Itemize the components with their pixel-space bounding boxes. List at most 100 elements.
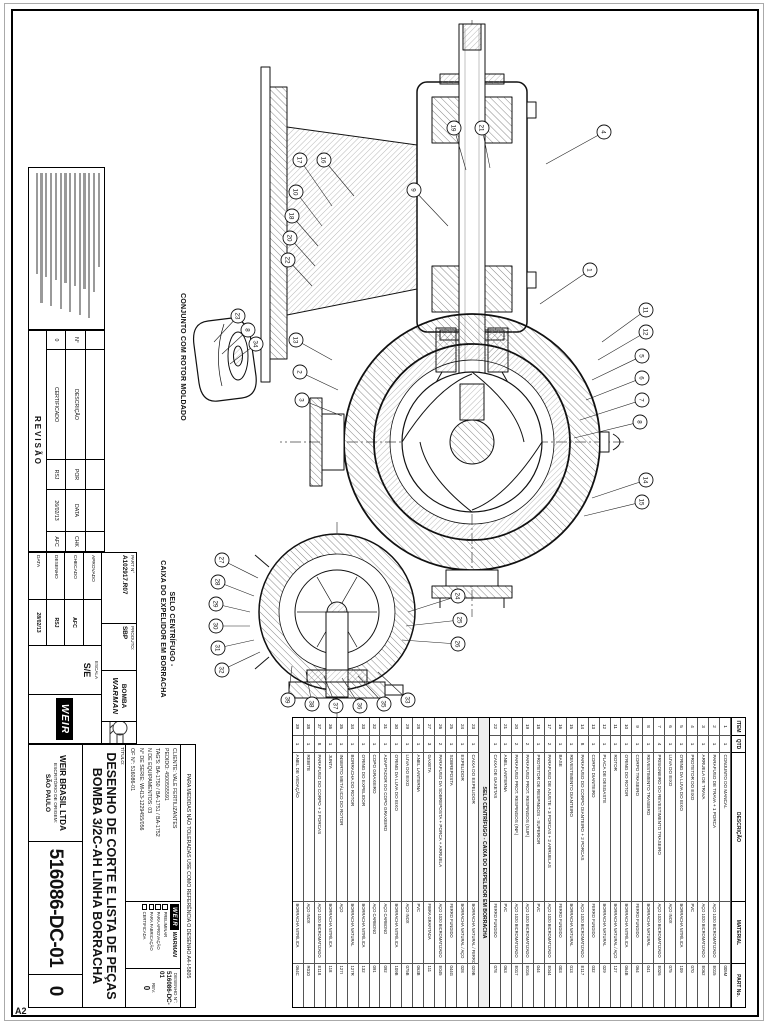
- approval-grid: APROVADO CHECADO AFC DESENHO RSJ DATA 28…: [29, 553, 101, 645]
- parts-cell: AÇO: [336, 901, 347, 963]
- parts-cell: 132: [358, 963, 369, 1007]
- parts-cell: 2: [435, 735, 446, 752]
- note-text-line: [78, 173, 81, 315]
- client-of: OF N°: 516086-01: [129, 748, 136, 792]
- parts-cell: 28: [415, 723, 421, 730]
- parts-cell: PVC: [413, 901, 424, 963]
- scale-cell: ESCALA S/E: [29, 645, 101, 694]
- parts-cell: 075B: [402, 963, 413, 1007]
- note-text-line: [69, 173, 72, 312]
- parts-cell: 25: [448, 723, 454, 730]
- parts-cell: 1: [391, 735, 402, 752]
- parts-cell: 118: [325, 963, 336, 1007]
- molded-rotor-detail-view: [192, 317, 257, 402]
- parts-cell: PVC: [500, 901, 511, 963]
- parts-cell: BORRACHA NATURAL: [599, 901, 610, 963]
- note-text-line: [64, 173, 67, 284]
- parts-cell: ARRUELA DE TRAVA: [698, 752, 709, 901]
- parts-cell: PARAFUSO PROT. RESPINGOS (SUP.): [522, 752, 533, 901]
- data-row: DATA 28/02/13: [29, 553, 47, 645]
- parts-cell: 2: [522, 735, 533, 752]
- parts-cell: LUVA DO EIXO: [402, 752, 413, 901]
- parts-cell: PVC: [687, 901, 698, 963]
- parts-cell: 1: [676, 735, 687, 752]
- drawing-title-line2: BOMBA 3/2C-AH LINHA BORRACHA: [90, 767, 104, 985]
- weir-logo-cell: WEIR: [29, 694, 101, 743]
- client-equip-count: N DE EQUIPAMENTOS: 03: [145, 748, 152, 814]
- parts-cell: 029B: [468, 963, 479, 1007]
- parts-cell: BORRACHA NITRÍLICA: [325, 901, 336, 963]
- parts-cell: AÇO CARBONO: [369, 901, 380, 963]
- parts-cell: 35: [339, 723, 345, 730]
- parts-cell: AÇO INOX: [665, 901, 676, 963]
- checkbox-icon: [148, 904, 155, 910]
- parts-cell: 39: [295, 723, 301, 730]
- scale-label: ESCALA: [94, 660, 99, 680]
- rev-col-desc: DESCRIÇÃO: [66, 349, 85, 459]
- rev-col-por: POR: [66, 459, 85, 489]
- rev-value: 0: [142, 985, 151, 991]
- parts-cell: 1: [369, 735, 380, 752]
- parts-cell: 1: [490, 735, 500, 752]
- parts-cell: 1: [292, 735, 303, 752]
- parts-cell: 1: [457, 735, 468, 752]
- parts-cell: 6: [667, 725, 673, 728]
- scale-value: S/E: [82, 662, 92, 678]
- rev-col-chk: CHK: [66, 531, 85, 551]
- parts-section-divider: SELO CENTRÍFUGO - CAIXA DO EXPELIDOR EM …: [479, 718, 491, 1007]
- parts-cell: 1: [632, 735, 643, 752]
- product-brand-cell: BOMBA WARMAN: [102, 670, 136, 721]
- parts-cell: 17: [547, 723, 553, 730]
- parts-cell: 1: [500, 735, 511, 752]
- parts-cell: 4: [689, 725, 695, 728]
- revision-data-row: 0 CERTIFICADO RSJ 26/02/13 AFC: [46, 331, 66, 551]
- parts-cell: 30: [393, 723, 399, 730]
- parts-cell: BORRACHA NATURAL / AÇO: [610, 901, 621, 963]
- parts-cell: E017: [511, 963, 522, 1007]
- parts-cell: 20: [514, 723, 520, 730]
- parts-cell: 11: [613, 724, 618, 729]
- parts-cell: 18: [536, 723, 542, 730]
- parts-cell: 1: [336, 735, 347, 752]
- parts-cell: 1: [643, 735, 654, 752]
- parts-cell: 7: [656, 725, 662, 728]
- parts-cell: E016: [522, 963, 533, 1007]
- parts-cell: INSERTO METÁLICO DO ROTOR: [336, 752, 347, 901]
- client-tags: TAG'S: BA-1750 / BA-1751 / BA-1752: [154, 748, 161, 837]
- parts-cell: AÇO 1020 BICROMATIZADO: [577, 901, 588, 963]
- parts-cell: PARAFUSO PROT. RESPINGOS (INF.): [511, 752, 522, 901]
- parts-cell: [720, 901, 730, 963]
- parts-cell: 3: [424, 735, 435, 752]
- approval-box: WEIR WARMAN PRELIMINAR PARA APROVAÇÃO PA…: [126, 901, 180, 968]
- client-info: CLIENTE: VALE FERTILIZANTES PEDIDO: 4500…: [126, 745, 180, 901]
- company-cell: WEIR BRASIL LTDA ESCRITÓRIO DE ORIGEM: S…: [29, 745, 82, 841]
- drawing-number-small: 516086-DC-01: [158, 971, 172, 1005]
- parts-cell: 1: [588, 735, 599, 752]
- revision-cell: 0: [29, 974, 82, 1007]
- parts-cell: 1: [709, 735, 720, 752]
- parts-cell: 13: [591, 723, 597, 730]
- fields-block: PART N° A102917.R07 PRODUTO: SBP BOMBA W…: [28, 552, 137, 744]
- parts-cell: 33: [361, 723, 367, 730]
- parts-cell: 1: [380, 735, 391, 752]
- checkbox-para-aprovacao: PARA APROVAÇÃO: [155, 904, 162, 966]
- parts-cell: 013: [566, 963, 577, 1007]
- parts-cell: FERRO FUNDIDO: [632, 901, 643, 963]
- parts-cell: FERRO FUNDIDO: [446, 901, 457, 963]
- parts-cell: E062: [698, 963, 709, 1007]
- rev-chk: AFC: [47, 531, 66, 551]
